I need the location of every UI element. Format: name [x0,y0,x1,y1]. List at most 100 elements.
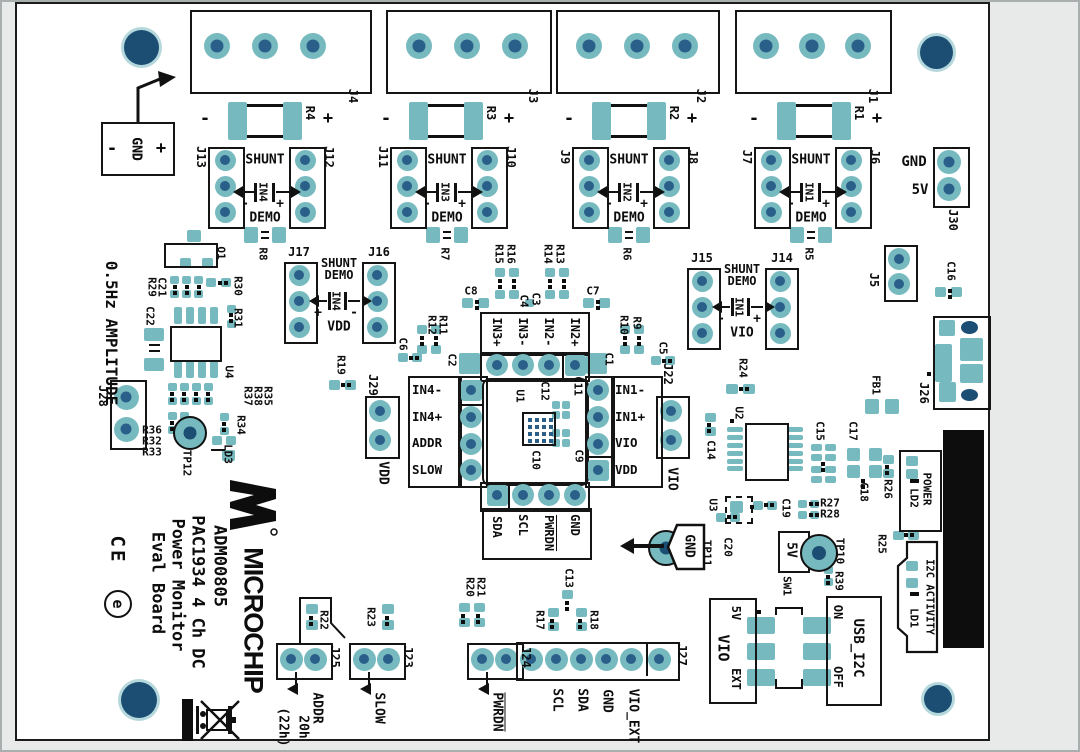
label--: + [686,108,698,129]
silkscreen-shape [528,432,532,436]
label-ld3: LD3 [221,444,235,464]
smd-pad [227,320,236,328]
through-hole-pad [587,379,609,401]
label-in1: IN1 [802,182,816,202]
header-J28 [110,380,147,450]
silkscreen-shape [637,342,641,346]
header-J23 [349,643,406,680]
arrow-icon [291,186,307,198]
label-r36: R36 [142,423,162,437]
silkscreen-box [585,376,615,488]
label-r4: R4 [303,105,317,121]
label-pac1934-4-ch-dc: PAC1934 4 Ch DC [187,515,208,669]
label-r15: R15 [492,244,506,264]
silkscreen-shape [542,425,546,429]
smd-pad [198,307,206,324]
silkscreen-shape [707,429,711,433]
silkscreen-shape [512,279,516,283]
terminal-block-J4 [190,10,372,94]
smd-pad [825,444,836,451]
through-hole-pad [460,433,482,455]
mounting-hole [919,35,953,69]
label-e: e [104,590,132,618]
label-c8: C8 [464,284,478,298]
smd-pad [727,435,743,440]
silkscreen-line [646,644,648,676]
silkscreen-shape [818,183,821,202]
through-hole-pad [396,149,418,171]
silkscreen-shape [549,432,553,436]
smd-pad [727,466,743,471]
through-hole-pad [760,201,782,223]
smd-pad [818,227,832,243]
smd-pad [790,227,804,243]
silkscreen-shape [578,625,582,629]
silkscreen-shape [904,533,908,537]
label-in1-: IN1- [615,381,646,397]
label-vio: VIO [615,435,638,451]
smd-pad [803,669,831,686]
silkscreen-shape [247,135,283,138]
silkscreen-shape [461,614,465,618]
label-tp12: TP12 [180,449,194,477]
silkscreen-shape [542,418,546,422]
through-hole-pad [294,149,316,171]
silkscreen-box [709,598,757,704]
silkscreen-shape [668,359,672,363]
smd-pad [552,429,560,437]
silkscreen-shape [508,482,510,508]
silkscreen-line [775,607,777,615]
jumper-J8 [653,147,690,229]
label-r10: R10 [617,315,631,335]
silkscreen-shape [861,479,865,483]
label-addr: ADDR [412,435,443,451]
smd-pad [939,382,956,402]
silkscreen-shape [821,468,825,472]
label-vdd: VDD [375,461,391,485]
smd-pad [803,617,831,634]
label-j24: J24 [519,646,533,668]
label-j5: J5 [867,272,881,288]
label-sda: SDA [574,688,590,712]
label-20h: 20h [295,715,311,739]
label--: - [563,108,575,129]
jumper-J11 [390,147,427,229]
label-slow: SLOW [371,692,387,724]
label-r24: R24 [736,358,750,378]
silkscreen-box [826,596,882,706]
label-c4: C4 [517,294,531,308]
silkscreen-shape [222,428,226,432]
silkscreen-shape [512,285,516,289]
label-off: OFF [831,666,845,688]
arrow-icon [765,301,781,313]
smd-pad [885,399,899,414]
through-hole-pad [376,647,400,671]
smd-pad [272,227,286,243]
silkscreen-box [611,376,663,488]
label-vio: VIO [664,467,680,491]
arrow-icon [837,186,853,198]
label-c10: C10 [529,450,543,470]
through-hole-pad [578,175,600,197]
smd-pad [552,411,560,419]
label-r7: R7 [438,247,452,261]
smd-pad [464,102,483,140]
ld1-outline [896,540,939,654]
smd-pad [182,276,191,284]
silkscreen-shape [344,292,347,310]
through-hole-pad [470,647,494,671]
label-c18: C18 [857,482,871,502]
through-hole-pad [454,33,480,59]
smd-pad [727,451,743,456]
smd-pad [525,299,534,307]
silkscreen-shape [611,104,647,107]
label-demo: DEMO [613,210,645,226]
silkscreen-shape [796,135,832,138]
silkscreen-shape [550,619,554,623]
silkscreen-shape [194,392,198,396]
silkscreen-shape [420,342,424,346]
label--: + [276,196,284,212]
arrow-icon [706,301,722,313]
silkscreen-shape [948,295,952,299]
